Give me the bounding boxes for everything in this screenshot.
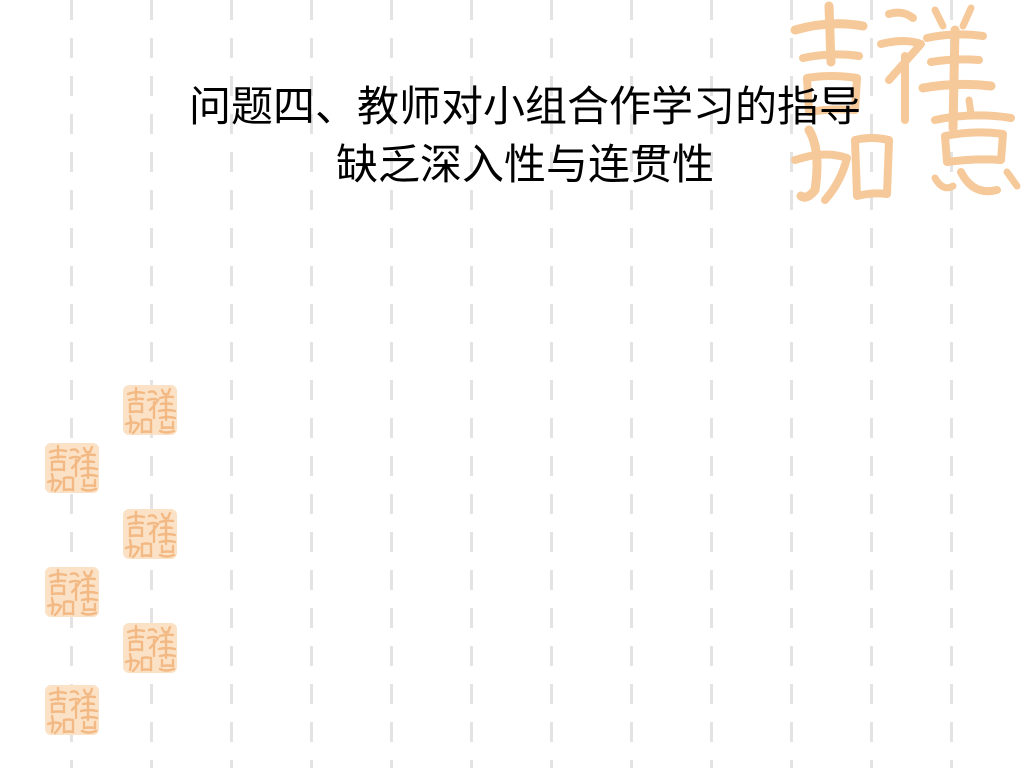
rule-line bbox=[790, 0, 793, 768]
auspicious-seal-icon bbox=[123, 385, 177, 435]
slide-title-line-1: 问题四、教师对小组合作学习的指导 bbox=[188, 82, 861, 131]
rule-line bbox=[870, 0, 873, 768]
auspicious-seal-icon bbox=[123, 509, 177, 559]
rule-line bbox=[150, 0, 153, 768]
auspicious-seal-icon bbox=[45, 443, 99, 493]
slide-title: 问题四、教师对小组合作学习的指导 缺乏深入性与连贯性 bbox=[60, 78, 990, 194]
slide-title-line-2: 缺乏深入性与连贯性 bbox=[335, 140, 714, 189]
rule-line bbox=[550, 0, 553, 768]
rule-line bbox=[230, 0, 233, 768]
rule-line bbox=[710, 0, 713, 768]
rule-line bbox=[390, 0, 393, 768]
rule-line bbox=[630, 0, 633, 768]
rule-line bbox=[950, 0, 953, 768]
rule-line bbox=[470, 0, 473, 768]
rule-line bbox=[310, 0, 313, 768]
auspicious-seal-icon bbox=[790, 1, 1021, 204]
auspicious-seal-icon bbox=[45, 685, 99, 735]
rule-line bbox=[70, 0, 73, 768]
auspicious-seal-icon bbox=[45, 567, 99, 617]
auspicious-seal-icon bbox=[123, 623, 177, 673]
